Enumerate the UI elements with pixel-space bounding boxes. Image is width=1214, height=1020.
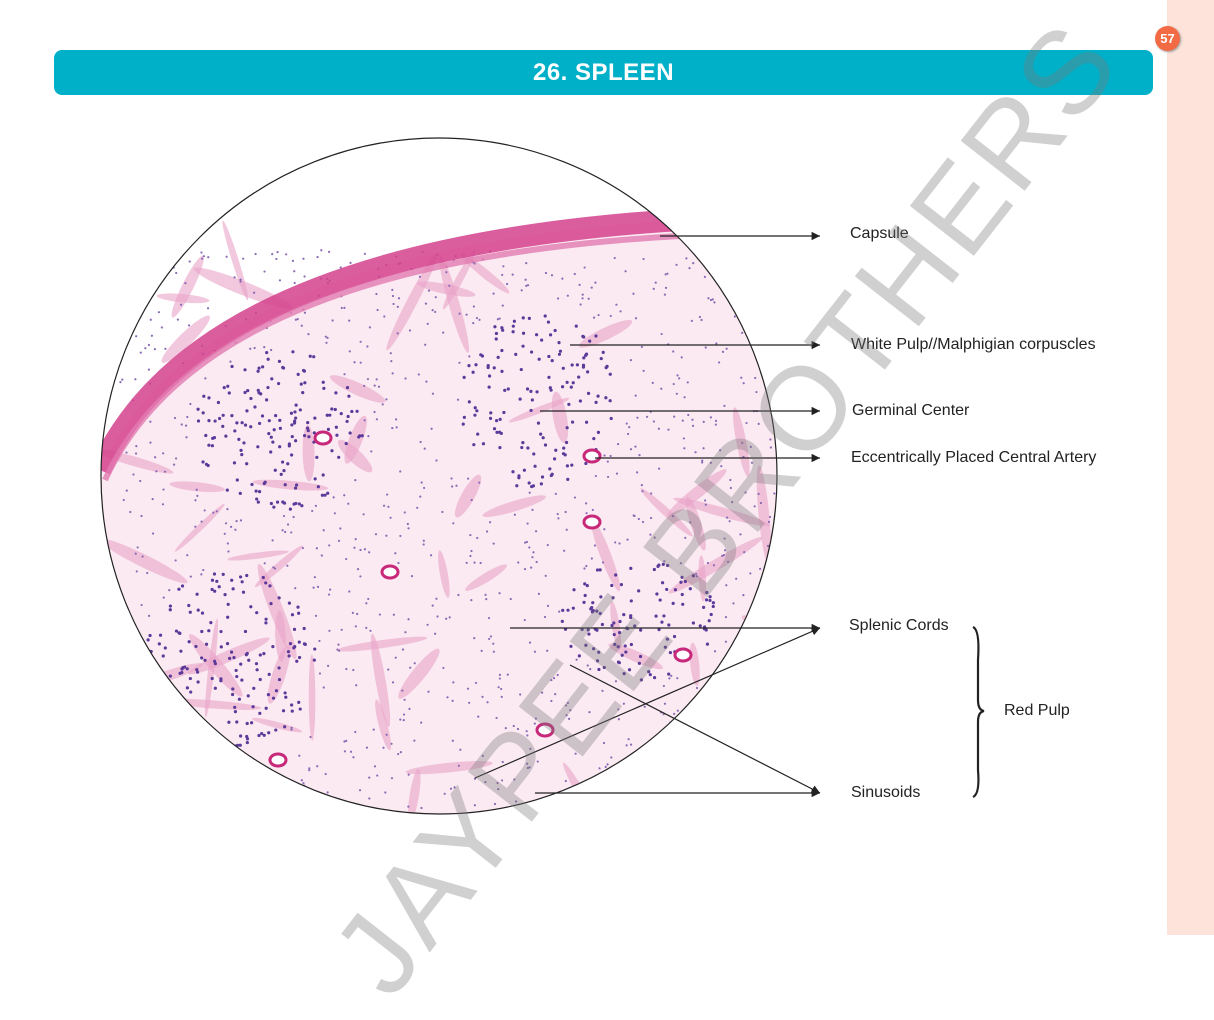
trabecula <box>508 397 570 423</box>
label-sinusoids: Sinusoids <box>851 784 921 801</box>
microscope-field-outline <box>100 137 778 815</box>
label-white-pulp: White Pulp//Malphigian corpuscles <box>851 336 1096 353</box>
pointer-lines <box>474 231 985 799</box>
page-number-badge: 57 <box>1155 26 1180 51</box>
artery <box>268 752 288 768</box>
trabecula <box>252 717 303 733</box>
red-pulp-brace <box>972 625 985 799</box>
trabecula <box>708 688 763 731</box>
trabecula <box>673 497 771 527</box>
trabecula <box>732 407 750 477</box>
trabecula <box>101 538 188 584</box>
trabecula <box>416 281 476 297</box>
trabecula <box>156 293 210 304</box>
trabecula <box>640 488 693 537</box>
trabecula <box>442 250 476 310</box>
trabecula <box>398 648 440 699</box>
artery <box>313 430 333 446</box>
trabecula <box>482 495 547 517</box>
trabecula <box>610 601 622 651</box>
artery <box>380 564 400 580</box>
trabecula <box>336 636 428 652</box>
trabecula <box>375 699 392 751</box>
trabecula <box>465 564 508 591</box>
trabecula <box>438 550 450 598</box>
label-red-pulp: Red Pulp <box>1004 702 1070 719</box>
label-capsule: Capsule <box>850 225 909 242</box>
trabecula <box>344 415 367 464</box>
trabecula <box>161 315 210 363</box>
trabecula <box>668 536 763 594</box>
trabecula <box>267 645 291 704</box>
trabecula <box>727 733 772 814</box>
trabecula <box>439 255 470 353</box>
label-splenic-cords: Splenic Cords <box>849 617 949 634</box>
trabecula <box>591 519 621 592</box>
side-strip <box>1167 0 1214 935</box>
trabecula <box>578 320 633 348</box>
label-germinal-center: Germinal Center <box>852 402 970 419</box>
trabecula <box>454 474 482 518</box>
trabecula <box>302 425 315 482</box>
artery <box>582 514 602 530</box>
histology-section <box>101 138 777 814</box>
trabecula <box>252 479 329 491</box>
trabecula <box>386 254 438 351</box>
trabecula <box>189 634 243 697</box>
trabecula <box>174 503 225 552</box>
trabecula <box>257 564 297 660</box>
capsule-band <box>101 209 681 475</box>
trabecula <box>698 555 707 602</box>
label-central-artery: Eccentrically Placed Central Artery <box>851 449 1097 466</box>
trabecula <box>169 481 225 493</box>
artery <box>673 647 693 663</box>
trabecula <box>370 633 391 728</box>
artery <box>535 722 555 738</box>
trabecula <box>408 768 421 814</box>
trabecula <box>227 550 289 561</box>
spleen-diagram <box>100 137 985 815</box>
trabecula <box>329 375 386 403</box>
trabecula <box>460 253 510 294</box>
trabecula <box>685 496 706 551</box>
artery <box>582 448 602 464</box>
trabecula <box>756 465 772 566</box>
chapter-title: 26. SPLEEN <box>54 50 1153 95</box>
trabecula <box>308 654 316 741</box>
trabecula <box>222 220 249 301</box>
trabecula <box>608 643 663 670</box>
trabecula <box>405 760 493 775</box>
trabecula <box>667 469 727 517</box>
